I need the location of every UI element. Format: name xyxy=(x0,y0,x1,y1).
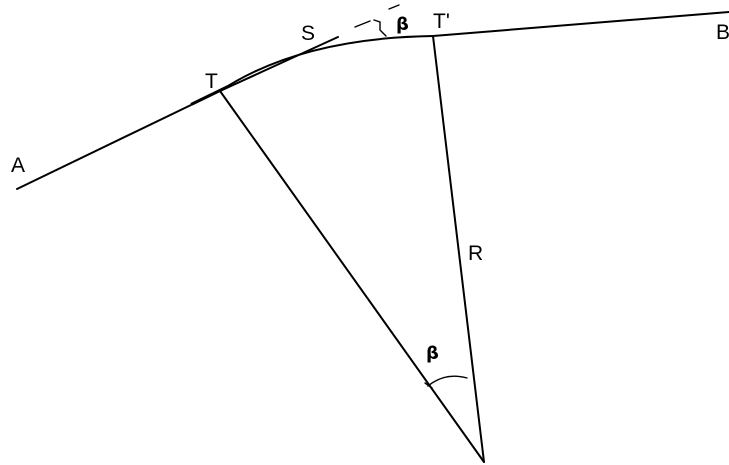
circular-curve-t-t-prime xyxy=(219,35,434,92)
label-point-s: S xyxy=(301,22,315,45)
central-angle-arc xyxy=(427,375,468,387)
label-angle-top: β xyxy=(396,14,409,35)
angle-dash-left xyxy=(354,20,371,28)
label-point-t-prime: T' xyxy=(433,10,450,33)
tangent-line-t-s xyxy=(219,36,339,92)
label-point-b: B xyxy=(716,21,729,44)
radius-line-t-prime-center xyxy=(432,35,485,463)
label-point-a: A xyxy=(11,154,25,177)
label-angle-bottom: β xyxy=(426,343,439,364)
central-angle-tick xyxy=(424,382,433,389)
radius-line-t-center xyxy=(219,90,485,463)
tangent-line-t-prime-b xyxy=(432,11,729,37)
label-radius: R xyxy=(468,242,483,265)
angle-arc-top xyxy=(373,19,387,37)
tangent-line-a-t xyxy=(16,90,221,190)
angle-dash-right xyxy=(388,4,400,10)
label-point-t: T xyxy=(205,70,218,93)
